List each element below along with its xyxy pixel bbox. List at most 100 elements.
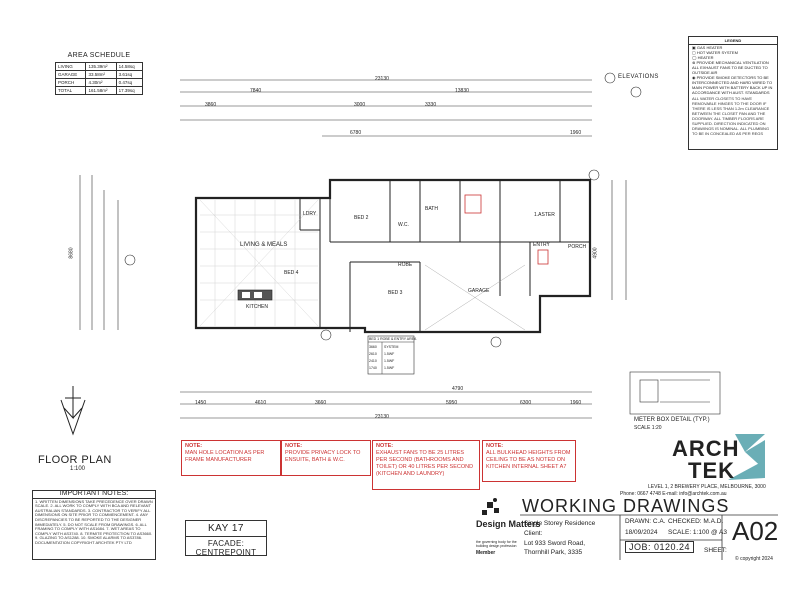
design-matters-sub: the governing body for the building desi… [476, 540, 517, 548]
dim-label: 3000 [354, 102, 366, 108]
note-bulkhead: NOTE: ALL BULKHEAD HEIGHTS FROM CEILING … [482, 440, 576, 482]
site-address-line1: Lot 933 Sword Road, [524, 540, 586, 547]
room-label-robe: ROBE [398, 262, 413, 268]
legend-item: ◯ HEATER [692, 55, 714, 60]
room-label-ldry: LDRY [303, 211, 317, 217]
note-text: EXHAUST FANS TO BE 25 LITRES PER SECOND … [376, 450, 474, 477]
legend-box: LEGEND ▣ GAS HEATER ▢ HOT WATER SYSTEM ◯… [688, 36, 778, 150]
table-cell: 3660 [369, 345, 377, 349]
room-label-master: 1.ASTER [534, 212, 555, 218]
meter-box-label: METER BOX DETAIL (TYP.) [634, 417, 710, 423]
site-address-line2: Thornhill Park, 3335 [524, 549, 583, 556]
note-label: NOTE: [486, 443, 504, 449]
dim-overall-bottom: 23130 [375, 414, 389, 420]
floor-plan-title: FLOOR PLAN [38, 454, 112, 466]
legend-item-label: HEATER [697, 55, 714, 60]
working-drawings-heading: WORKING DRAWINGS [522, 496, 730, 516]
dim-label: 6300 [520, 400, 532, 406]
drawing-scale: SCALE: 1:100 @ A3 [668, 529, 727, 536]
legend-note: ALL WATER CLOSETS TO HAVE REMOVABLE HING… [692, 96, 770, 136]
dim-label: 7840 [250, 88, 262, 94]
table-cell: 1.5WF [384, 359, 395, 363]
dim-label: 3860 [205, 102, 217, 108]
room-label-bed2: BED 2 [354, 215, 369, 221]
job-number: JOB: 0120.24 [625, 541, 695, 553]
legend-item-label: HOT WATER SYSTEM [696, 50, 738, 55]
room-label-bath: BATH [425, 206, 438, 212]
important-notes-title: IMPORTANT NOTES: [33, 491, 155, 499]
dim-label: 4610 [255, 400, 267, 406]
firm-address: LEVEL 1, 2 BREWERY PLACE, MELBOURNE, 300… [648, 484, 766, 490]
note-label: NOTE: [376, 443, 394, 449]
dim-label: 4790 [452, 386, 464, 392]
design-matters-member: Member [476, 550, 496, 556]
room-label-entry: ENTRY [533, 242, 550, 248]
note-manhole: NOTE: MAN HOLE LOCATION AS PER FRAME MAN… [181, 440, 281, 476]
note-label: NOTE: [185, 443, 203, 449]
project-facade: FACADE: CENTREPOINT [186, 536, 266, 557]
room-label-porch: PORCH [568, 244, 587, 250]
table-cell: 1740 [369, 366, 377, 370]
meter-box-scale: SCALE 1:20 [634, 425, 662, 431]
legend-item-label: PROVIDE MECHANICAL VENTILATION ALL EXHAU… [692, 60, 769, 75]
table-cell: SYSTEM [384, 345, 399, 349]
important-notes: IMPORTANT NOTES: 1. WRITTEN DIMENSIONS T… [32, 490, 156, 560]
project-box: KAY 17 FACADE: CENTREPOINT [185, 520, 267, 557]
room-label-bed4: BED 4 [284, 270, 299, 276]
drawn-by: DRAWN: C.A. [625, 518, 666, 525]
legend-item: ◉ PROVIDE SMOKE DETECTORS TO BE INTERCON… [692, 75, 773, 95]
design-matters-title: Design Matters [476, 519, 541, 529]
door-schedule-col1: 3660 2610 2410 1740 [369, 344, 377, 372]
important-notes-text: 1. WRITTEN DIMENSIONS TAKE PRECEDENCE OV… [35, 498, 153, 545]
dim-label: 1450 [195, 400, 207, 406]
door-schedule-col2: SYSTEM 1.5WF 1.5WF 1.5WF [384, 344, 398, 372]
dim-label: 6780 [350, 130, 362, 136]
legend-item: ⊗ PROVIDE MECHANICAL VENTILATION ALL EXH… [692, 60, 769, 75]
dim-label: 8680 [68, 247, 75, 259]
drawing-date: 18/09/2024 [625, 529, 658, 536]
dim-overall-top: 23130 [375, 76, 389, 82]
table-cell: 1.5WF [384, 352, 395, 356]
note-label: NOTE: [285, 443, 303, 449]
sheet-number: A02 [732, 516, 779, 546]
room-label-living: LIVING & MEALS [240, 242, 288, 248]
sheet-label: SHEET: [704, 547, 727, 554]
dim-label: 3330 [425, 102, 437, 108]
area-schedule-title: AREA SCHEDULE [67, 52, 131, 59]
note-exhaust-fans: NOTE: EXHAUST FANS TO BE 25 LITRES PER S… [372, 440, 480, 490]
dim-label: 3660 [315, 400, 327, 406]
room-label-garage: GARAGE [468, 288, 490, 294]
dim-label: 4900 [592, 247, 599, 259]
note-text: ALL BULKHEAD HEIGHTS FROM CEILING TO BE … [486, 450, 571, 470]
note-text: PROVIDE PRIVACY LOCK TO ENSUITE, BATH & … [285, 450, 361, 463]
note-text: MAN HOLE LOCATION AS PER FRAME MANUFACTU… [185, 450, 265, 463]
legend-item: ▣ GAS HEATER [692, 45, 723, 50]
floor-plan-scale: 1:100 [70, 466, 86, 472]
dim-label: 1960 [570, 130, 582, 136]
table-cell: TOTAL [54, 86, 87, 95]
copyright: © copyright 2024 [735, 556, 773, 562]
room-label-wc: W.C. [398, 222, 409, 228]
note-privacy-lock: NOTE: PROVIDE PRIVACY LOCK TO ENSUITE, B… [281, 440, 371, 476]
legend-item-label: GAS HEATER [696, 45, 723, 50]
dim-label: 1960 [570, 400, 582, 406]
table-cell: 2610 [369, 352, 377, 356]
room-label-bed3: BED 3 [388, 290, 403, 296]
room-label-kitchen: KITCHEN [246, 304, 268, 310]
project-description: Single Storey Residence [524, 520, 596, 527]
elevations-label: ELEVATIONS [618, 74, 659, 80]
table-cell: 1.5WF [384, 366, 395, 370]
project-name: KAY 17 [208, 523, 244, 534]
dim-label: 13830 [455, 88, 469, 94]
client-label: Client: [524, 530, 543, 537]
firm-logo-bottom: TEK [688, 458, 735, 483]
legend-item-label: PROVIDE SMOKE DETECTORS TO BE INTERCONNE… [692, 75, 773, 95]
checked-by: CHECKED: M.A.D. [668, 518, 724, 525]
table-cell: 2410 [369, 359, 377, 363]
firm-logo-top: ARCH [672, 436, 740, 461]
